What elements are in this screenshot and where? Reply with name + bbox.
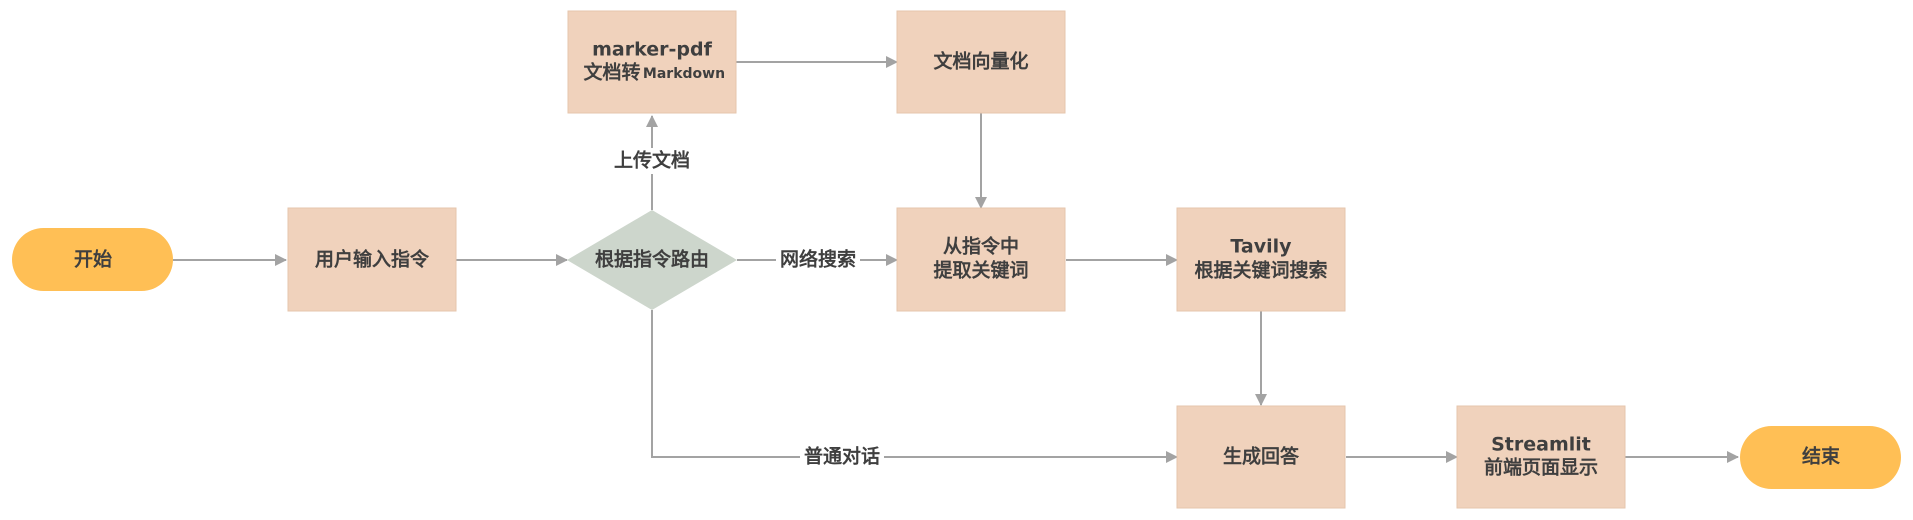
marker-pdf-subtitle-b: Markdown: [643, 66, 725, 82]
router-decision-node: 根据指令路由: [567, 210, 737, 310]
edge-label-web-search: 网络搜索: [780, 248, 856, 271]
start-label: 开始: [74, 248, 112, 271]
marker-pdf-title: marker-pdf: [592, 39, 712, 61]
streamlit-line2: 前端页面显示: [1484, 456, 1598, 479]
streamlit-node: Streamlit 前端页面显示: [1456, 405, 1626, 509]
extract-keywords-node: 从指令中 提取关键词: [896, 207, 1066, 312]
end-label: 结束: [1802, 445, 1841, 468]
generate-answer-label: 生成回答: [1223, 445, 1300, 468]
user-input-label: 用户输入指令: [315, 248, 430, 271]
tavily-line1: Tavily: [1230, 236, 1292, 258]
edge-label-upload: 上传文档: [614, 149, 690, 172]
marker-pdf-subtitle-a: 文档转: [583, 61, 640, 84]
streamlit-line1: Streamlit: [1491, 434, 1591, 456]
tavily-search-node: Tavily 根据关键词搜索: [1176, 207, 1346, 312]
extract-keywords-line1: 从指令中: [943, 235, 1019, 258]
extract-keywords-line2: 提取关键词: [933, 259, 1028, 282]
router-label: 根据指令路由: [595, 248, 709, 271]
end-node: 结束: [1740, 426, 1901, 489]
user-input-node: 用户输入指令: [287, 207, 457, 312]
vectorize-label: 文档向量化: [933, 50, 1028, 73]
vectorize-node: 文档向量化: [896, 10, 1066, 114]
marker-pdf-node: marker-pdf 文档转 Markdown: [567, 10, 737, 114]
edge-label-chat: 普通对话: [804, 445, 880, 468]
start-node: 开始: [12, 228, 173, 291]
generate-answer-node: 生成回答: [1176, 405, 1346, 509]
edge-labels: 上传文档 网络搜索 普通对话: [612, 148, 884, 470]
tavily-line2: 根据关键词搜索: [1194, 259, 1327, 282]
edge-router-to-generate: [651, 310, 1178, 463]
